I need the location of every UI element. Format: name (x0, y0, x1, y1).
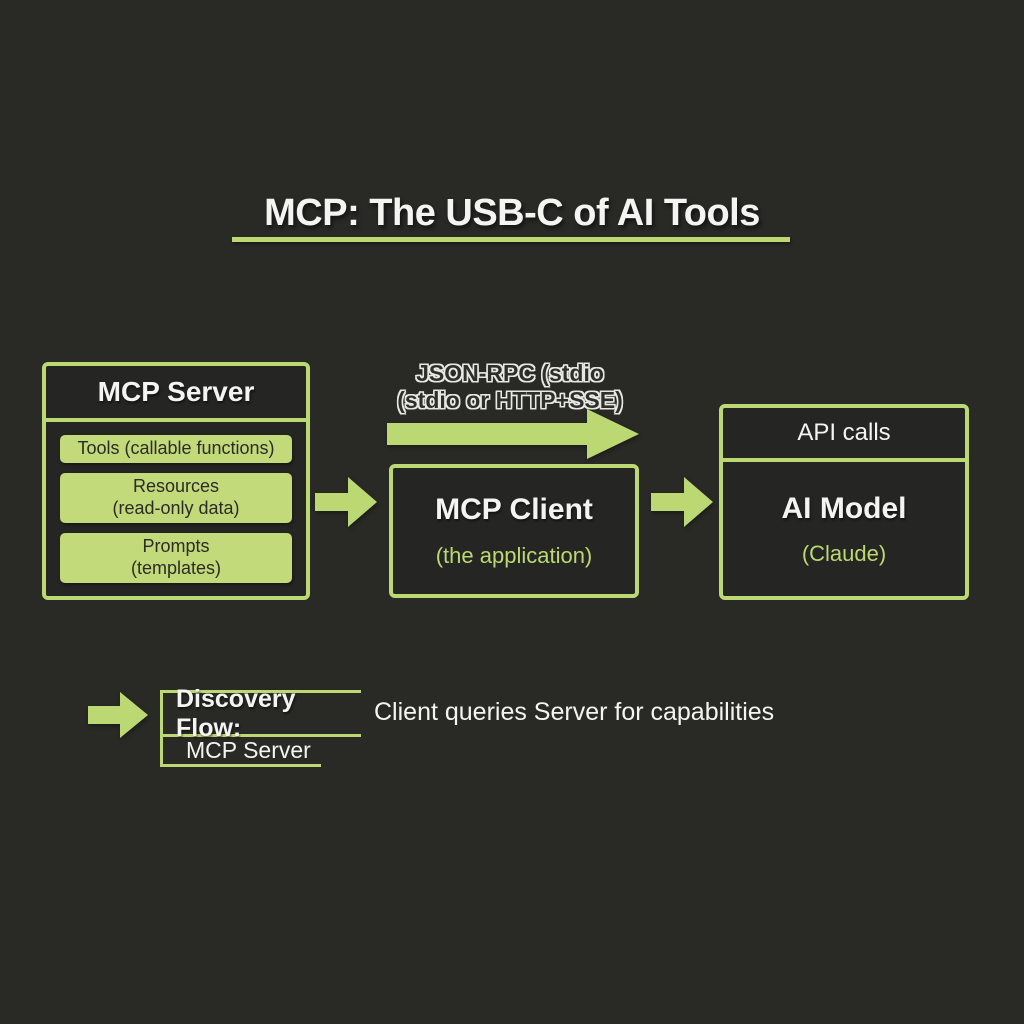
discovery-flow-label-box: Discovery Flow: (160, 685, 361, 742)
mcp-client-box: MCP Client (the application) (389, 464, 639, 598)
discovery-flow-description: Client queries Server for capabilities (374, 698, 775, 726)
mcp-client-box-subtitle: (the application) (435, 543, 593, 568)
discovery-flow-label: Discovery Flow: (176, 684, 296, 742)
mcp-server-capability-list: Tools (callable functions) Resources (re… (46, 422, 306, 595)
ai-model-box: API calls AI Model (Claude) (719, 404, 969, 600)
capability-pill-resources: Resources (read-only data) (60, 472, 292, 523)
title-underline (232, 237, 790, 242)
transport-protocol-line1: JSON-RPC (stdio (416, 360, 604, 386)
ai-model-box-header: API calls (723, 408, 965, 462)
server-to-client-right-arrow-icon (315, 477, 377, 527)
discovery-flow-sub-label: MCP Server (186, 737, 311, 763)
discovery-flow-sub-label-bracket: MCP Server (160, 737, 321, 767)
ai-model-box-body: AI Model (Claude) (723, 462, 965, 596)
transport-protocol-label: JSON-RPC (stdio (stdio or HTTP+SSE) (360, 360, 660, 414)
mcp-server-box: MCP Server Tools (callable functions) Re… (42, 362, 310, 600)
ai-model-box-subtitle: (Claude) (801, 540, 887, 566)
mcp-client-box-title: MCP Client (435, 493, 593, 526)
transport-right-arrow-icon (387, 409, 639, 459)
discovery-right-arrow-icon (88, 692, 148, 738)
page-title: MCP: The USB-C of AI Tools (264, 192, 760, 234)
ai-model-box-title: AI Model (781, 491, 907, 525)
capability-pill-tools: Tools (callable functions) (60, 435, 292, 463)
client-to-model-right-arrow-icon (651, 477, 713, 527)
capability-pill-prompts: Prompts (templates) (60, 532, 292, 583)
transport-protocol-line2: (stdio or HTTP+SSE) (397, 387, 623, 413)
mcp-server-box-title: MCP Server (46, 366, 306, 422)
